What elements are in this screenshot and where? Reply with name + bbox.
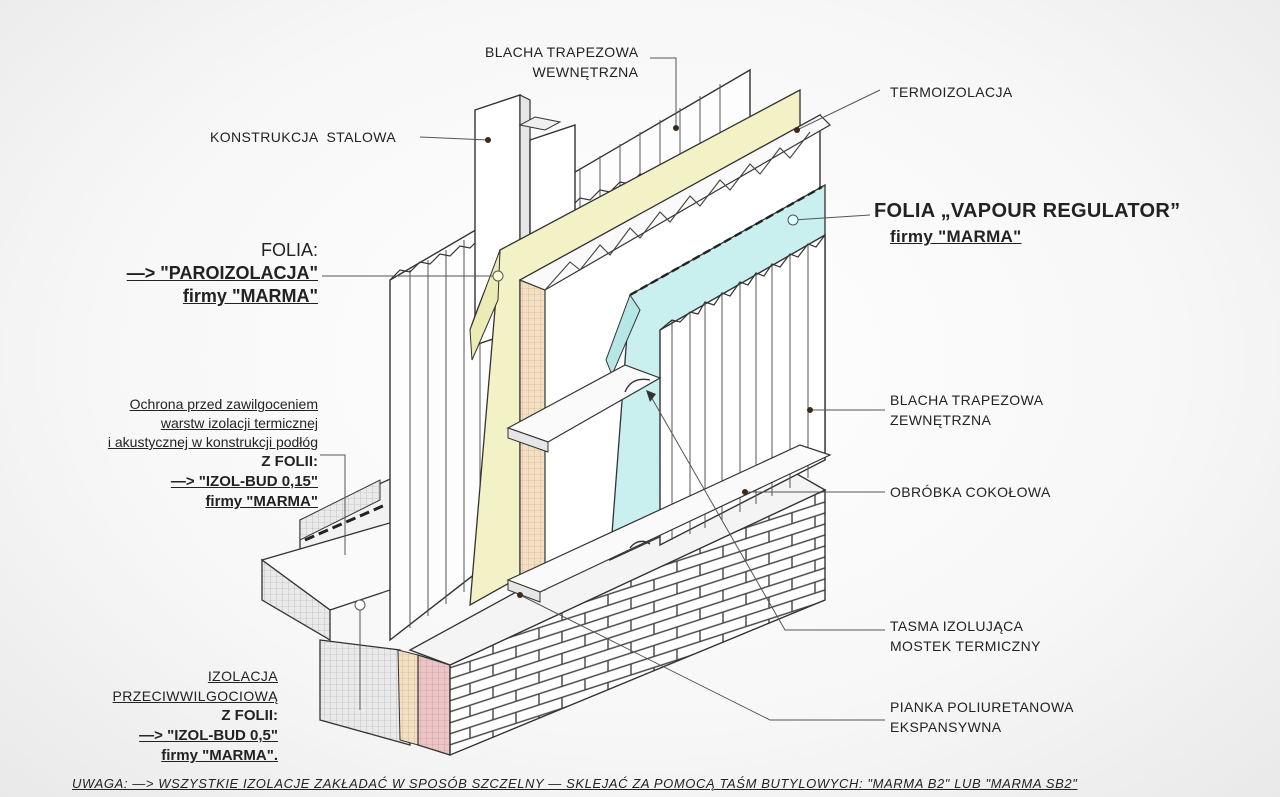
label-thermal-insulation: TERMOIZOLACJA xyxy=(890,84,1013,100)
label-outer-sheet: BLACHA TRAPEZOWA ZEWNĘTRZNA xyxy=(890,390,1043,430)
label-paroizolacja: FOLIA: —> "PAROIZOLACJA" firmy "MARMA" xyxy=(127,240,318,307)
bottom-note: UWAGA: —> WSZYSTKIE IZOLACJE ZAKŁADAĆ W … xyxy=(72,776,1078,791)
label-plinth-flashing: OBRÓBKA COKOŁOWA xyxy=(890,484,1051,500)
foundation-block xyxy=(319,639,451,756)
label-damp-proofing-line5: firmy "MARMA". xyxy=(161,747,278,764)
label-floor-protection-line4: Z FOLII: xyxy=(261,453,318,470)
label-floor-protection: Ochrona przed zawilgoceniem warstw izola… xyxy=(108,395,318,512)
label-pu-foam: PIANKA POLIURETANOWA EKSPANSYWNA xyxy=(890,697,1074,737)
label-paroizolacja-line2: —> "PAROIZOLACJA" xyxy=(126,263,318,283)
label-pu-foam-line2: EKSPANSYWNA xyxy=(890,719,1002,735)
label-floor-protection-line6: firmy "MARMA" xyxy=(205,493,318,510)
label-insulating-tape-line2: MOSTEK TERMICZNY xyxy=(890,638,1041,654)
label-paroizolacja-line1: FOLIA: xyxy=(260,240,318,260)
label-damp-proofing: IZOLACJA PRZECIWWILGOCIOWĄ Z FOLII: —> "… xyxy=(113,666,278,766)
label-inner-sheet-line1: BLACHA TRAPEZOWA xyxy=(485,44,639,60)
label-damp-proofing-line2: PRZECIWWILGOCIOWĄ xyxy=(112,688,278,704)
label-pu-foam-line1: PIANKA POLIURETANOWA xyxy=(890,699,1074,715)
label-insulating-tape: TASMA IZOLUJĄCA MOSTEK TERMICZNY xyxy=(890,616,1041,656)
label-vapour-regulator: FOLIA „VAPOUR REGULATOR” firmy "MARMA" xyxy=(874,200,1180,247)
label-inner-sheet-line2: WEWNĘTRZNA xyxy=(532,64,639,80)
leader-lines xyxy=(320,57,885,721)
base-flashing xyxy=(506,364,832,603)
label-floor-protection-line2: warstw izolacji termicznej xyxy=(160,415,318,431)
label-insulating-tape-line1: TASMA IZOLUJĄCA xyxy=(890,618,1024,634)
label-floor-protection-line1: Ochrona przed zawilgoceniem xyxy=(129,396,318,412)
label-outer-sheet-line1: BLACHA TRAPEZOWA xyxy=(890,392,1044,408)
label-steel-structure: KONSTRUKCJA STALOWA xyxy=(210,129,397,145)
label-inner-sheet: BLACHA TRAPEZOWA WEWNĘTRZNA xyxy=(485,42,638,82)
label-floor-protection-line3: i akustycznej w konstrukcji podłóg xyxy=(107,434,318,450)
label-vapour-regulator-sub: firmy "MARMA" xyxy=(890,227,1022,246)
leader-dots xyxy=(354,125,813,611)
label-damp-proofing-line3: Z FOLII: xyxy=(221,707,278,724)
label-vapour-regulator-title: FOLIA „VAPOUR REGULATOR” xyxy=(874,200,1181,222)
label-damp-proofing-line1: IZOLACJA xyxy=(207,668,278,684)
label-paroizolacja-line3: firmy "MARMA" xyxy=(182,286,318,306)
label-outer-sheet-line2: ZEWNĘTRZNA xyxy=(890,412,992,428)
label-damp-proofing-line4: —> "IZOL-BUD 0,5" xyxy=(139,727,278,744)
label-floor-protection-line5: —> "IZOL-BUD 0,15" xyxy=(170,473,318,490)
arrow-head xyxy=(646,390,656,402)
